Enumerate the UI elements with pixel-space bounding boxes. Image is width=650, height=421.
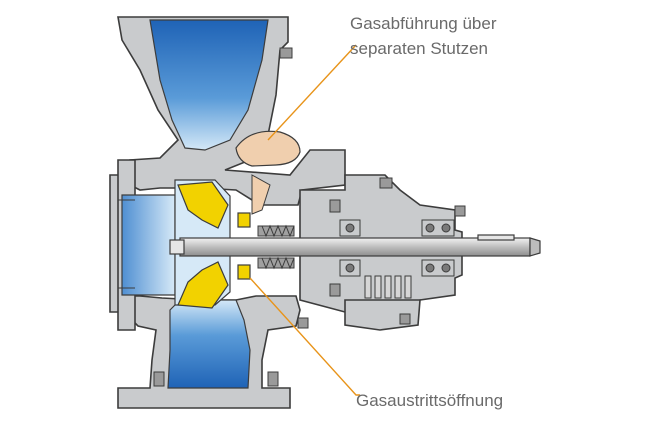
impeller-blade-lower xyxy=(177,261,229,309)
impeller xyxy=(177,181,251,309)
bolts xyxy=(153,47,466,387)
bearings xyxy=(339,219,455,277)
shaft xyxy=(179,237,531,257)
gas-channel xyxy=(251,174,271,215)
seal-ring-lower xyxy=(237,264,251,280)
impeller-nut xyxy=(169,239,185,255)
callout-gas-outlet-line1: Gasabführung über xyxy=(350,14,497,33)
leader-line-gas-outlet xyxy=(267,44,357,141)
seal-ring-upper xyxy=(237,212,251,228)
suction-fluid xyxy=(121,194,176,296)
leader-lines xyxy=(249,44,360,396)
volute-fluid-bottom xyxy=(167,299,251,389)
cooling-fins xyxy=(364,275,412,299)
flange-lines xyxy=(109,175,135,312)
callout-gas-outlet-line2: separaten Stutzen xyxy=(350,39,488,58)
callout-gas-exit-opening: Gasaustrittsöffnung xyxy=(356,391,504,410)
impeller-blade-upper xyxy=(177,181,229,229)
mechanical-seal xyxy=(257,224,295,270)
shaft-assembly xyxy=(169,234,541,257)
discharge-fluid xyxy=(149,19,269,151)
leader-line-gas-exit xyxy=(249,277,360,396)
shaft-key xyxy=(477,234,515,241)
gas-chamber xyxy=(235,130,301,167)
